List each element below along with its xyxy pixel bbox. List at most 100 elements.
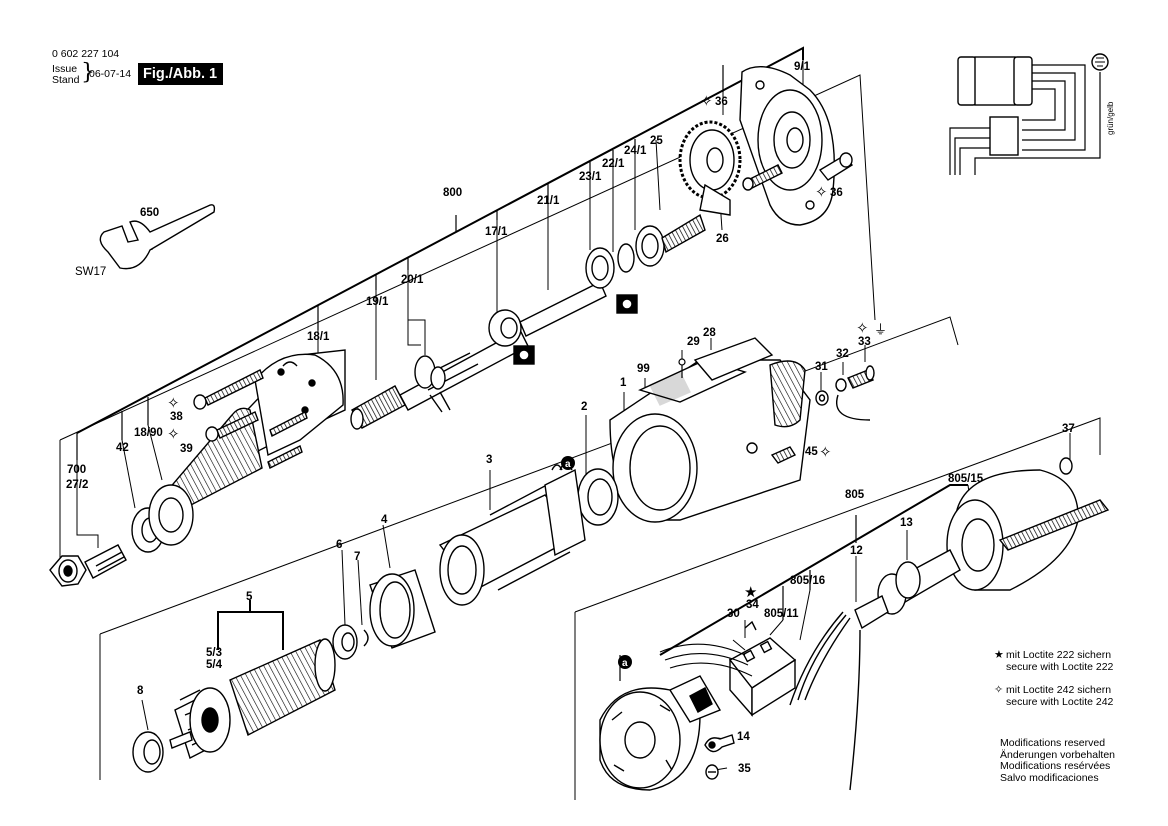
note-line: mit Loctite 222 sichern	[1006, 649, 1112, 661]
wire-bundle	[659, 643, 753, 677]
callout-22-1: 22/1	[602, 158, 625, 170]
modification-line: Modifications resérvées	[1000, 760, 1111, 772]
callout-32: 32	[836, 348, 849, 360]
loctite-markers: ✧ ✧ ✧ ✧ ✧ ✧ ★	[167, 93, 869, 601]
stator	[438, 463, 586, 606]
callout-31: 31	[815, 361, 828, 373]
document-number: 0 602 227 104	[52, 48, 120, 60]
callout-19-1: 19/1	[366, 296, 389, 308]
callout-17-1: 17/1	[485, 226, 508, 238]
callout-1: 1	[620, 377, 627, 389]
pin	[678, 358, 686, 378]
callout-4: 4	[381, 514, 388, 526]
note-loctite-222: ★ mit Loctite 222 sichern secure with Lo…	[994, 649, 1114, 673]
callout-a-1: a	[565, 459, 571, 470]
terminal-block	[728, 620, 797, 717]
callout-36-b: 36	[830, 187, 843, 199]
leader-lines	[76, 46, 968, 681]
callout-21-1: 21/1	[537, 195, 560, 207]
callout-800: 800	[443, 187, 462, 199]
callout-700: 700	[67, 464, 86, 476]
sparkle-icon: ✧	[700, 93, 713, 110]
callout-99: 99	[637, 363, 650, 375]
callout-805-16: 805/16	[790, 575, 825, 587]
callout-27-2: 27/2	[66, 479, 88, 491]
note-line: secure with Loctite 242	[1006, 695, 1114, 708]
callout-26: 26	[716, 233, 729, 245]
issue-label: Issue	[52, 63, 78, 75]
brace-glyph: }	[81, 60, 95, 85]
callout-3: 3	[486, 454, 492, 466]
callout-29: 29	[687, 336, 700, 348]
bearing-8	[132, 731, 164, 773]
collet-nut	[49, 544, 127, 587]
callout-20-1: 20/1	[401, 274, 424, 286]
callout-650: 650	[140, 207, 159, 219]
callout-2: 2	[581, 401, 587, 413]
callout-38: 38	[170, 411, 183, 423]
sparkle-icon: ✧	[994, 684, 1004, 696]
brush-plate	[599, 675, 735, 791]
connection-markers	[561, 456, 632, 669]
callout-18-90: 18/90	[134, 427, 163, 439]
callout-a-2: a	[622, 658, 628, 669]
figure-label: Fig./Abb. 1	[138, 63, 224, 85]
star-icon: ★	[994, 649, 1004, 661]
callout-34: 34	[746, 599, 759, 611]
callout-14: 14	[737, 731, 750, 743]
callout-805-15: 805/15	[948, 473, 984, 485]
callout-9-1: 9/1	[794, 61, 811, 73]
motor-housing	[148, 349, 346, 546]
bearing-6-7	[332, 624, 369, 660]
fan-guide	[369, 569, 436, 649]
note-line: secure with Loctite 222	[1006, 660, 1114, 673]
field-housing	[609, 337, 811, 523]
bearing-ring	[577, 468, 619, 526]
callout-7: 7	[354, 551, 360, 563]
sparkle-icon: ✧	[856, 320, 869, 337]
callout-805-11: 805/11	[764, 608, 799, 620]
star-icon: ★	[744, 584, 757, 601]
callout-37: 37	[1062, 423, 1075, 435]
wire-color-label: grün/gelb	[1106, 101, 1115, 135]
callout-sw17: SW17	[75, 266, 106, 278]
wrench	[99, 204, 216, 270]
callout-5-4: 5/4	[206, 659, 223, 671]
modification-line: Änderungen vorbehalten	[1000, 748, 1116, 761]
callout-36-a: 36	[715, 96, 728, 108]
sparkle-icon: ✧	[167, 426, 180, 443]
sparkle-icon: ✧	[819, 444, 832, 461]
callout-42: 42	[116, 442, 129, 454]
callout-45: 45	[805, 446, 818, 458]
callout-18-1: 18/1	[307, 331, 330, 343]
end-cap	[946, 457, 1110, 591]
ground-symbol: ⏚	[874, 322, 887, 337]
callout-6: 6	[336, 539, 342, 551]
loctite-notes: ★ mit Loctite 222 sichern secure with Lo…	[994, 649, 1114, 720]
ground-parts	[815, 365, 875, 421]
modification-line: Modifications reserved	[1000, 737, 1106, 749]
callout-12: 12	[850, 545, 863, 557]
thin-leaders	[76, 60, 1071, 771]
callout-8: 8	[137, 685, 144, 697]
spindle-assembly	[350, 120, 742, 430]
callout-13: 13	[900, 517, 913, 529]
screws-38-39	[193, 369, 308, 469]
callout-28: 28	[703, 327, 716, 339]
callout-5: 5	[246, 591, 253, 603]
note-line: mit Loctite 242 sichern	[1006, 684, 1112, 696]
callout-5-3: 5/3	[206, 647, 222, 659]
callout-35: 35	[738, 763, 751, 775]
modification-line: Salvo modificaciones	[1000, 771, 1099, 784]
sparkle-icon: ✧	[167, 395, 180, 412]
callout-805: 805	[845, 489, 865, 501]
callout-39: 39	[180, 443, 193, 455]
sparkle-icon: ✧	[815, 184, 828, 201]
note-loctite-242: ✧ mit Loctite 242 sichern secure with Lo…	[994, 684, 1114, 708]
wiring-diagram	[949, 53, 1109, 175]
callout-24-1: 24/1	[624, 145, 647, 157]
modifications-notice: Modifications reserved Änderungen vorbeh…	[1000, 737, 1116, 784]
cable	[789, 549, 961, 791]
issue-date: 06-07-14	[89, 68, 132, 80]
